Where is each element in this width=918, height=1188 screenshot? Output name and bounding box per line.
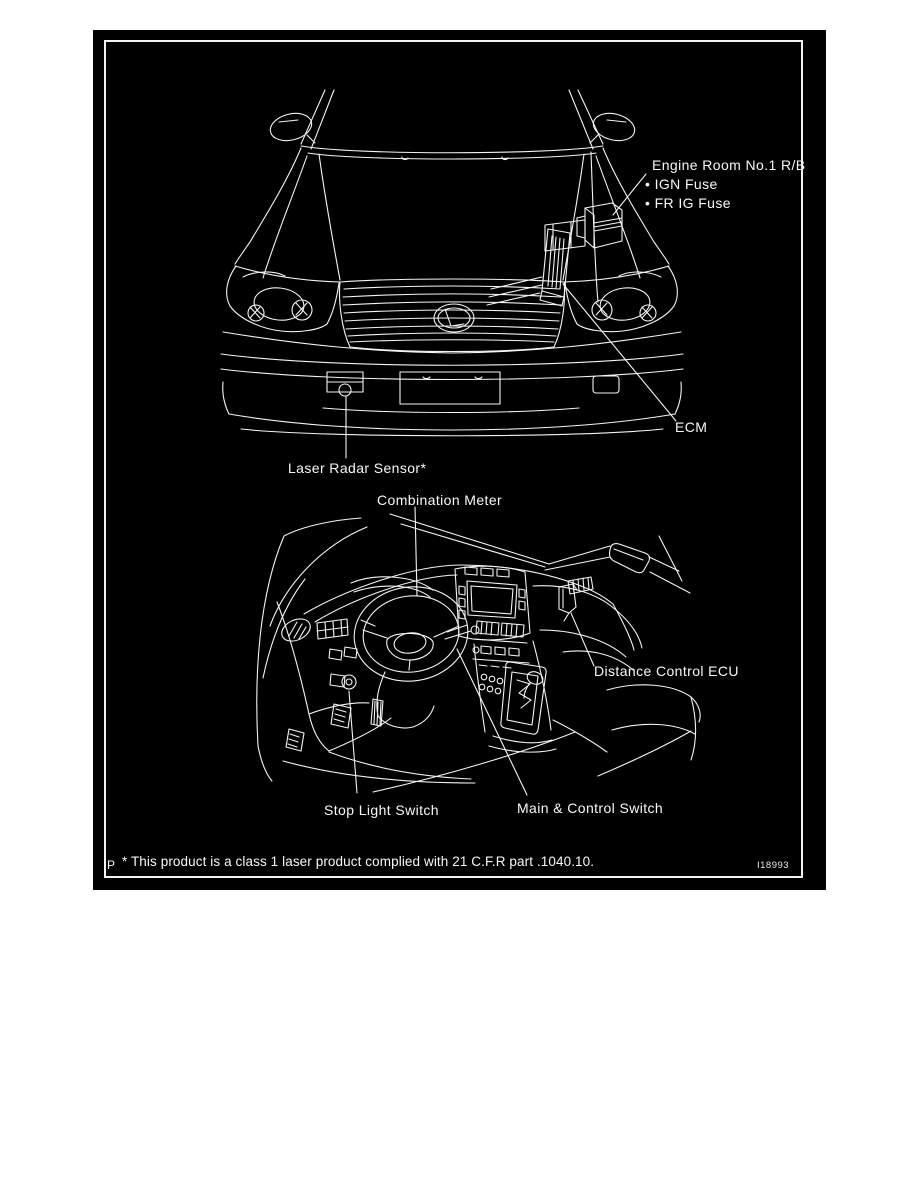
- label-distance-control-ecu: Distance Control ECU: [594, 663, 739, 679]
- right-air-vent: [567, 576, 594, 595]
- rearview-door-mirror: [608, 543, 651, 574]
- steering-wheel: [353, 586, 469, 682]
- leader-line-combination-meter: [414, 506, 418, 597]
- ecm-part: [486, 228, 571, 307]
- lexus-emblem: [433, 303, 475, 333]
- diagram-panel: Engine Room No.1 R/B • IGN Fuse • FR IG …: [93, 30, 826, 890]
- leader-line-distance-control: [570, 612, 595, 667]
- page-marker: P: [107, 858, 116, 872]
- car-front-view: [220, 89, 684, 459]
- left-air-vent: [281, 618, 349, 642]
- side-mirror-right: [589, 112, 636, 144]
- leader-line-stop-light: [348, 690, 358, 794]
- license-plate: [399, 371, 501, 405]
- line-art: [220, 89, 701, 796]
- laser-product-footnote: * This product is a class 1 laser produc…: [122, 854, 595, 869]
- side-mirror-left: [269, 112, 316, 144]
- main-control-switch-part: [360, 619, 480, 640]
- instrument-panel-view: [256, 506, 701, 796]
- leader-line-ecm: [562, 283, 677, 422]
- shift-console: [473, 640, 557, 753]
- headlight-right: [564, 265, 678, 333]
- stop-light-switch-part: [329, 673, 357, 690]
- leader-line-main-control: [456, 648, 528, 796]
- combination-meter-part: [350, 576, 434, 598]
- label-engine-room-title: Engine Room No.1 R/B: [652, 157, 806, 173]
- front-bumper: [220, 331, 684, 437]
- label-laser-radar-sensor: Laser Radar Sensor*: [288, 460, 427, 476]
- leader-line-engine-room-rb: [612, 173, 647, 216]
- label-combination-meter: Combination Meter: [377, 492, 503, 508]
- label-ign-fuse: • IGN Fuse: [645, 176, 718, 192]
- center-stack: [454, 565, 531, 669]
- label-stop-light-switch: Stop Light Switch: [324, 802, 439, 818]
- fender-cut-line: [590, 151, 599, 303]
- engine-room-relay-box-part: [544, 202, 623, 252]
- headlight-left: [226, 265, 340, 333]
- label-engine-room-rb: Engine Room No.1 R/B • IGN Fuse • FR IG …: [645, 156, 806, 213]
- fog-lamp-right: [592, 375, 620, 394]
- figure-code: I18993: [757, 860, 790, 871]
- footrest: [285, 728, 305, 752]
- label-fr-ig-fuse: • FR IG Fuse: [645, 195, 731, 211]
- label-ecm: ECM: [675, 419, 708, 435]
- grille: [338, 278, 566, 353]
- accelerator-pedal: [370, 698, 384, 727]
- brake-pedal: [330, 703, 352, 729]
- label-main-control-switch: Main & Control Switch: [517, 800, 664, 816]
- panel-border: [104, 40, 803, 878]
- laser-radar-sensor-part: [326, 371, 364, 397]
